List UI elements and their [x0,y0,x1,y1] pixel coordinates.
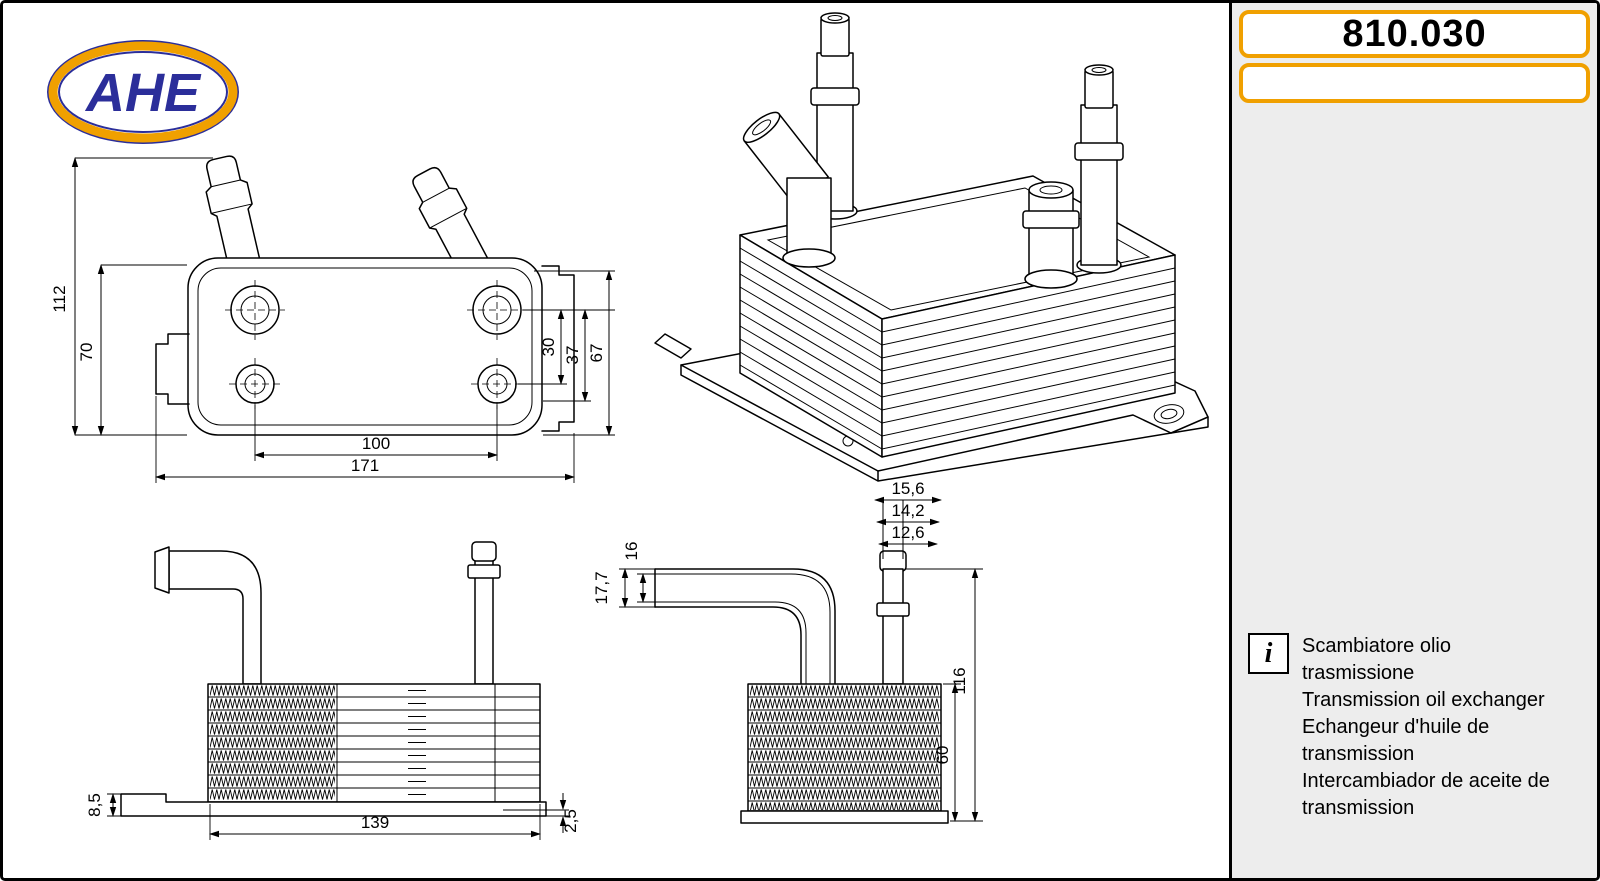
dim-tube-dia-outer: 17,7 [592,571,611,604]
description-es: Intercambiador de aceite de transmission [1302,770,1550,819]
dim-tube-dia-inner: 16 [622,542,641,561]
dim-pipe-dia-mid: 14,2 [891,501,924,520]
part-number-box: 810.030 [1239,10,1590,58]
part-number: 810.030 [1342,12,1487,55]
description-fr: Echangeur d'huile de transmission [1302,716,1490,765]
section-elbow-tube [654,568,836,685]
section-base-plate [740,810,949,824]
dim-pipe-dia-inner: 12,6 [891,523,924,542]
technical-drawings: .ln{stroke:#000;stroke-width:1.5;fill:no… [50,12,1209,840]
cooler-body [187,257,543,436]
side-elbow-pipe [168,550,262,685]
dim-core-width: 139 [361,813,389,832]
dim-base-thickness: 2,5 [561,809,580,833]
product-descriptions: Scambiatore olio trasmissione Transmissi… [1302,633,1554,822]
dim-core-height: 60 [933,746,952,765]
side-view: 8,5 139 2,5 [85,541,580,840]
dim-base-lip: 8,5 [85,793,104,817]
right-bracket [541,265,575,432]
info-icon-glyph: i [1264,637,1273,669]
isometric-view [654,12,1209,482]
info-icon: i [1248,633,1289,674]
iso-elbow-pipe [742,111,836,268]
info-block: i Scambiatore olio trasmissione Transmis… [1248,633,1554,822]
description-en: Transmission oil exchanger [1302,689,1545,711]
dim-37: 37 [563,346,582,365]
front-view: 112 70 30 37 67 100 171 [50,155,615,483]
section-straight-pipe [876,550,910,685]
dim-overall-height: 112 [50,285,69,312]
dim-67: 67 [587,344,606,363]
side-panel: 810.030 i Scambiatore olio trasmissione … [1229,3,1597,878]
iso-short-pipe [1022,181,1080,289]
description-it: Scambiatore olio trasmissione [1302,635,1451,684]
dim-overall-height-2: 116 [950,667,969,694]
drawing-area: AHE .ln{stroke:#000;stroke-width:1.5;fil… [3,3,1232,878]
logo-inner-ring [58,51,228,133]
section-view: 15,6 14,2 12,6 17,7 16 116 60 [592,479,983,824]
brand-name: AHE [84,63,202,123]
ahe-logo: AHE [47,40,239,144]
left-bracket [155,333,190,405]
dim-overall-width: 171 [351,456,379,475]
dim-body-height: 70 [77,343,96,362]
dim-pipe-dia-outer: 15,6 [891,479,924,498]
dim-port-spacing-v: 30 [539,338,558,357]
side-straight-pipe [467,541,501,685]
dim-port-spacing-h: 100 [362,434,390,453]
empty-reference-box [1239,63,1590,103]
iso-tall-right-pipe [1074,64,1124,274]
